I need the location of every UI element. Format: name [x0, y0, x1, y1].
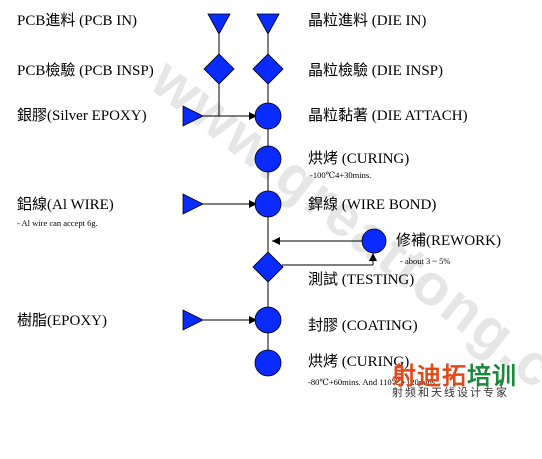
- note-curing1: -100℃4+30mins.: [310, 170, 372, 180]
- wire-bond-circle-icon: [254, 190, 282, 218]
- brand-part2: 培训: [467, 362, 517, 390]
- label-die-in: 晶粒進料 (DIE IN): [308, 13, 427, 29]
- label-pcb-insp: PCB檢驗 (PCB INSP): [17, 63, 154, 79]
- al-wire-triangle-icon: [182, 193, 204, 215]
- die-in-triangle-icon: [256, 13, 280, 35]
- label-al-wire: 鋁線(Al WIRE): [17, 197, 114, 213]
- note-al-wire: - Al wire can accept 6g.: [17, 218, 98, 228]
- rework-circle-icon: [361, 228, 387, 254]
- pcb-in-triangle-icon: [207, 13, 231, 35]
- brand-logo: 射迪拓培训: [392, 356, 517, 391]
- arrowhead-al-wire: [249, 200, 257, 208]
- label-coating: 封膠 (COATING): [308, 318, 418, 334]
- label-die-insp: 晶粒檢驗 (DIE INSP): [308, 63, 443, 79]
- die-attach-circle-icon: [254, 102, 282, 130]
- testing-diamond-icon: [252, 251, 284, 283]
- label-curing2: 烘烤 (CURING): [308, 354, 410, 370]
- label-pcb-in: PCB進料 (PCB IN): [17, 13, 138, 29]
- curing2-circle-icon: [254, 349, 282, 377]
- note-curing2: -80℃+60mins. And 110℃+120mins: [308, 377, 436, 387]
- label-epoxy: 樹脂(EPOXY): [17, 313, 107, 329]
- label-silver-epoxy: 銀膠(Silver EPOXY): [17, 108, 147, 124]
- brand-part1: 射迪拓: [392, 362, 467, 390]
- arrowhead-rework-return: [272, 237, 280, 245]
- arrowhead-epoxy: [249, 316, 257, 324]
- die-insp-diamond-icon: [252, 53, 284, 85]
- label-wire-bond: 銲線 (WIRE BOND): [308, 197, 437, 213]
- brand-tagline: 射频和天线设计专家: [392, 386, 509, 399]
- note-rework: - about 3 ~ 5%: [400, 256, 451, 266]
- label-curing1: 烘烤 (CURING): [308, 151, 410, 167]
- silver-epoxy-triangle-icon: [182, 105, 204, 127]
- label-rework: 修補(REWORK): [396, 233, 501, 249]
- label-die-attach: 晶粒黏著 (DIE ATTACH): [308, 108, 468, 124]
- epoxy-triangle-icon: [182, 309, 204, 331]
- label-testing: 測試 (TESTING): [308, 272, 415, 288]
- arrowhead-rework-up: [369, 253, 377, 261]
- pcb-insp-diamond-icon: [203, 53, 235, 85]
- arrowhead-silver-epoxy: [249, 112, 257, 120]
- coating-circle-icon: [254, 306, 282, 334]
- process-flow-diagram: [182, 13, 387, 377]
- curing1-circle-icon: [254, 145, 282, 173]
